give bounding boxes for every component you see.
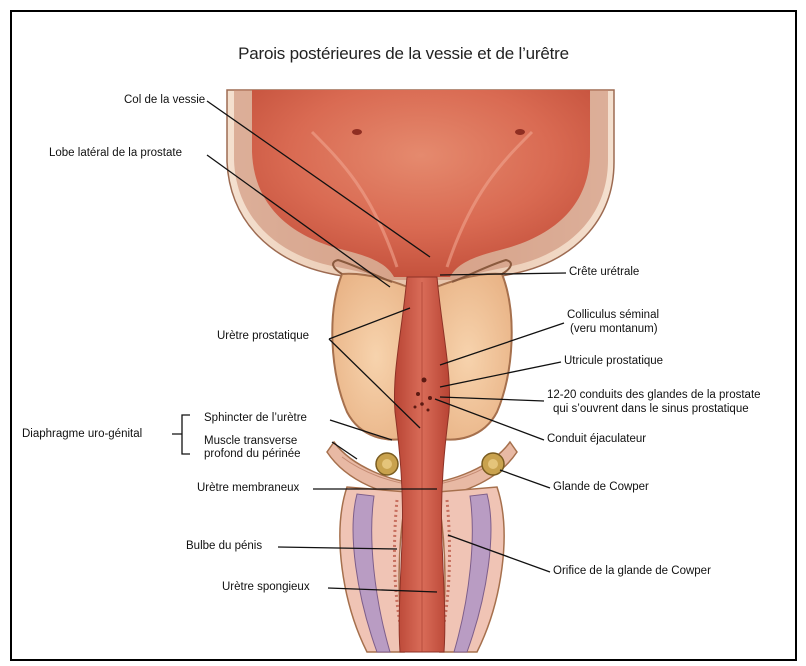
figure-frame: Parois postérieures de la vessie et de l…: [10, 10, 797, 661]
diaphragm-bracket: [172, 415, 190, 454]
label-lobe-lateral: Lobe latéral de la prostate: [49, 147, 182, 160]
label-uretre-membraneux: Urètre membraneux: [197, 482, 299, 495]
label-orifice-cowper: Orifice de la glande de Cowper: [553, 565, 711, 578]
label-conduits-2: qui s’ouvrent dans le sinus prostatique: [553, 403, 749, 416]
label-colliculus-1: Colliculus séminal: [567, 309, 659, 322]
label-crete-uretrale: Crête urétrale: [569, 266, 639, 279]
leader-cowper: [500, 470, 550, 488]
anatomy-illustration: [12, 12, 795, 659]
label-conduit-ejaculateur: Conduit éjaculateur: [547, 433, 646, 446]
label-muscle-transverse-1: Muscle transverse: [204, 435, 297, 448]
label-uretre-spongieux: Urètre spongieux: [222, 581, 310, 594]
label-glande-cowper: Glande de Cowper: [553, 481, 649, 494]
label-muscle-transverse-2: profond du périnée: [204, 448, 301, 461]
label-colliculus-2: (veru montanum): [570, 323, 658, 336]
label-sphincter: Sphincter de l’urètre: [204, 412, 307, 425]
label-utricule: Utricule prostatique: [564, 355, 663, 368]
label-col-vessie: Col de la vessie: [124, 94, 205, 107]
label-bulbe-penis: Bulbe du pénis: [186, 540, 262, 553]
label-conduits-1: 12-20 conduits des glandes de la prostat…: [547, 389, 761, 402]
label-uretre-prostatique: Urètre prostatique: [217, 330, 309, 343]
label-diaphragme: Diaphragme uro-génital: [22, 428, 142, 441]
urethra: [394, 277, 449, 652]
